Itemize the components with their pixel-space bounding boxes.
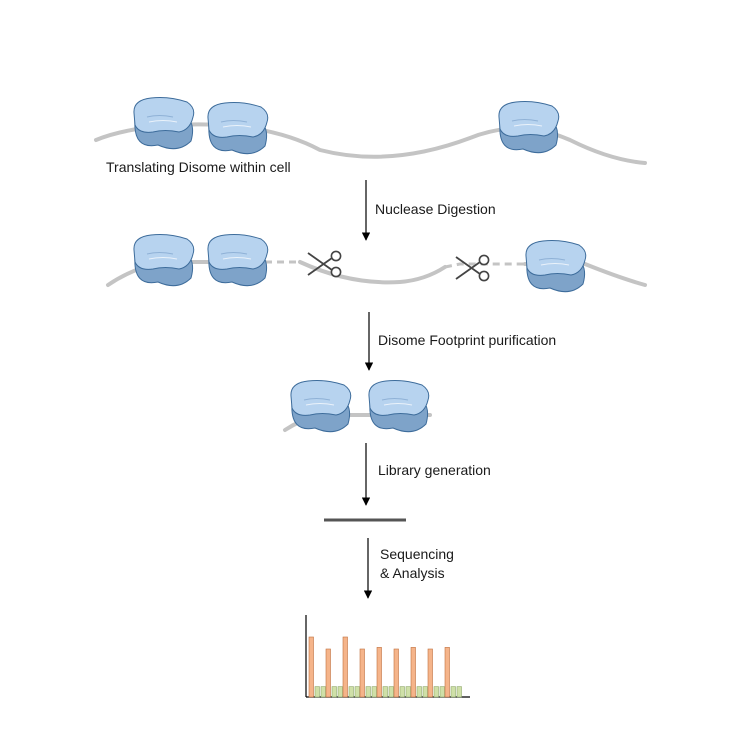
- bar-secondary: [348, 686, 354, 698]
- bar-secondary: [365, 686, 371, 698]
- bar-secondary: [331, 686, 337, 698]
- scissors-icon: [455, 254, 490, 282]
- step-label-analysis: & Analysis: [380, 565, 445, 581]
- bar-secondary: [314, 686, 320, 698]
- stage-translating-disome: [94, 97, 647, 165]
- stage-disome-footprint: [283, 380, 432, 433]
- bar-primary: [376, 647, 382, 698]
- mrna-strand: [523, 262, 647, 287]
- bar-primary: [444, 647, 450, 698]
- bar-secondary: [382, 686, 388, 698]
- ribosome: [207, 102, 269, 155]
- bar-secondary: [405, 686, 411, 698]
- bar-secondary: [450, 686, 456, 698]
- ribosome: [133, 97, 195, 150]
- ribosome: [525, 240, 587, 293]
- bar-primary: [308, 636, 314, 698]
- bar-secondary: [433, 686, 439, 698]
- bar-secondary: [416, 686, 422, 698]
- ribosome: [133, 234, 195, 287]
- bar-primary: [325, 648, 331, 698]
- bar-secondary: [371, 686, 377, 698]
- mrna-cut-segment: [444, 262, 525, 269]
- bar-primary: [393, 648, 399, 698]
- sequencing-result-chart: [305, 615, 470, 698]
- bar-secondary: [439, 686, 445, 698]
- bar-secondary: [337, 686, 343, 698]
- bar-secondary: [456, 686, 462, 698]
- step-label-translating: Translating Disome within cell: [106, 159, 291, 175]
- ribosome: [498, 101, 560, 154]
- step-label-sequencing: Sequencing: [380, 546, 454, 562]
- bar-secondary: [354, 686, 360, 698]
- stage-nuclease-digestion: [106, 234, 647, 293]
- bar-secondary: [422, 686, 428, 698]
- bar-primary: [342, 636, 348, 698]
- bar-primary: [410, 647, 416, 698]
- step-label-footprint-purification: Disome Footprint purification: [378, 332, 556, 348]
- step-label-nuclease-digestion: Nuclease Digestion: [375, 201, 496, 217]
- mrna-strand: [298, 260, 447, 285]
- bar-primary: [359, 648, 365, 698]
- bar-secondary: [388, 686, 394, 698]
- ribosome: [290, 380, 352, 433]
- ribosome: [368, 380, 430, 433]
- ribosome: [207, 234, 269, 287]
- bar-primary: [427, 648, 433, 698]
- bar-secondary: [399, 686, 405, 698]
- chart-bars: [308, 636, 462, 698]
- bar-secondary: [320, 686, 326, 698]
- step-label-library-generation: Library generation: [378, 462, 491, 478]
